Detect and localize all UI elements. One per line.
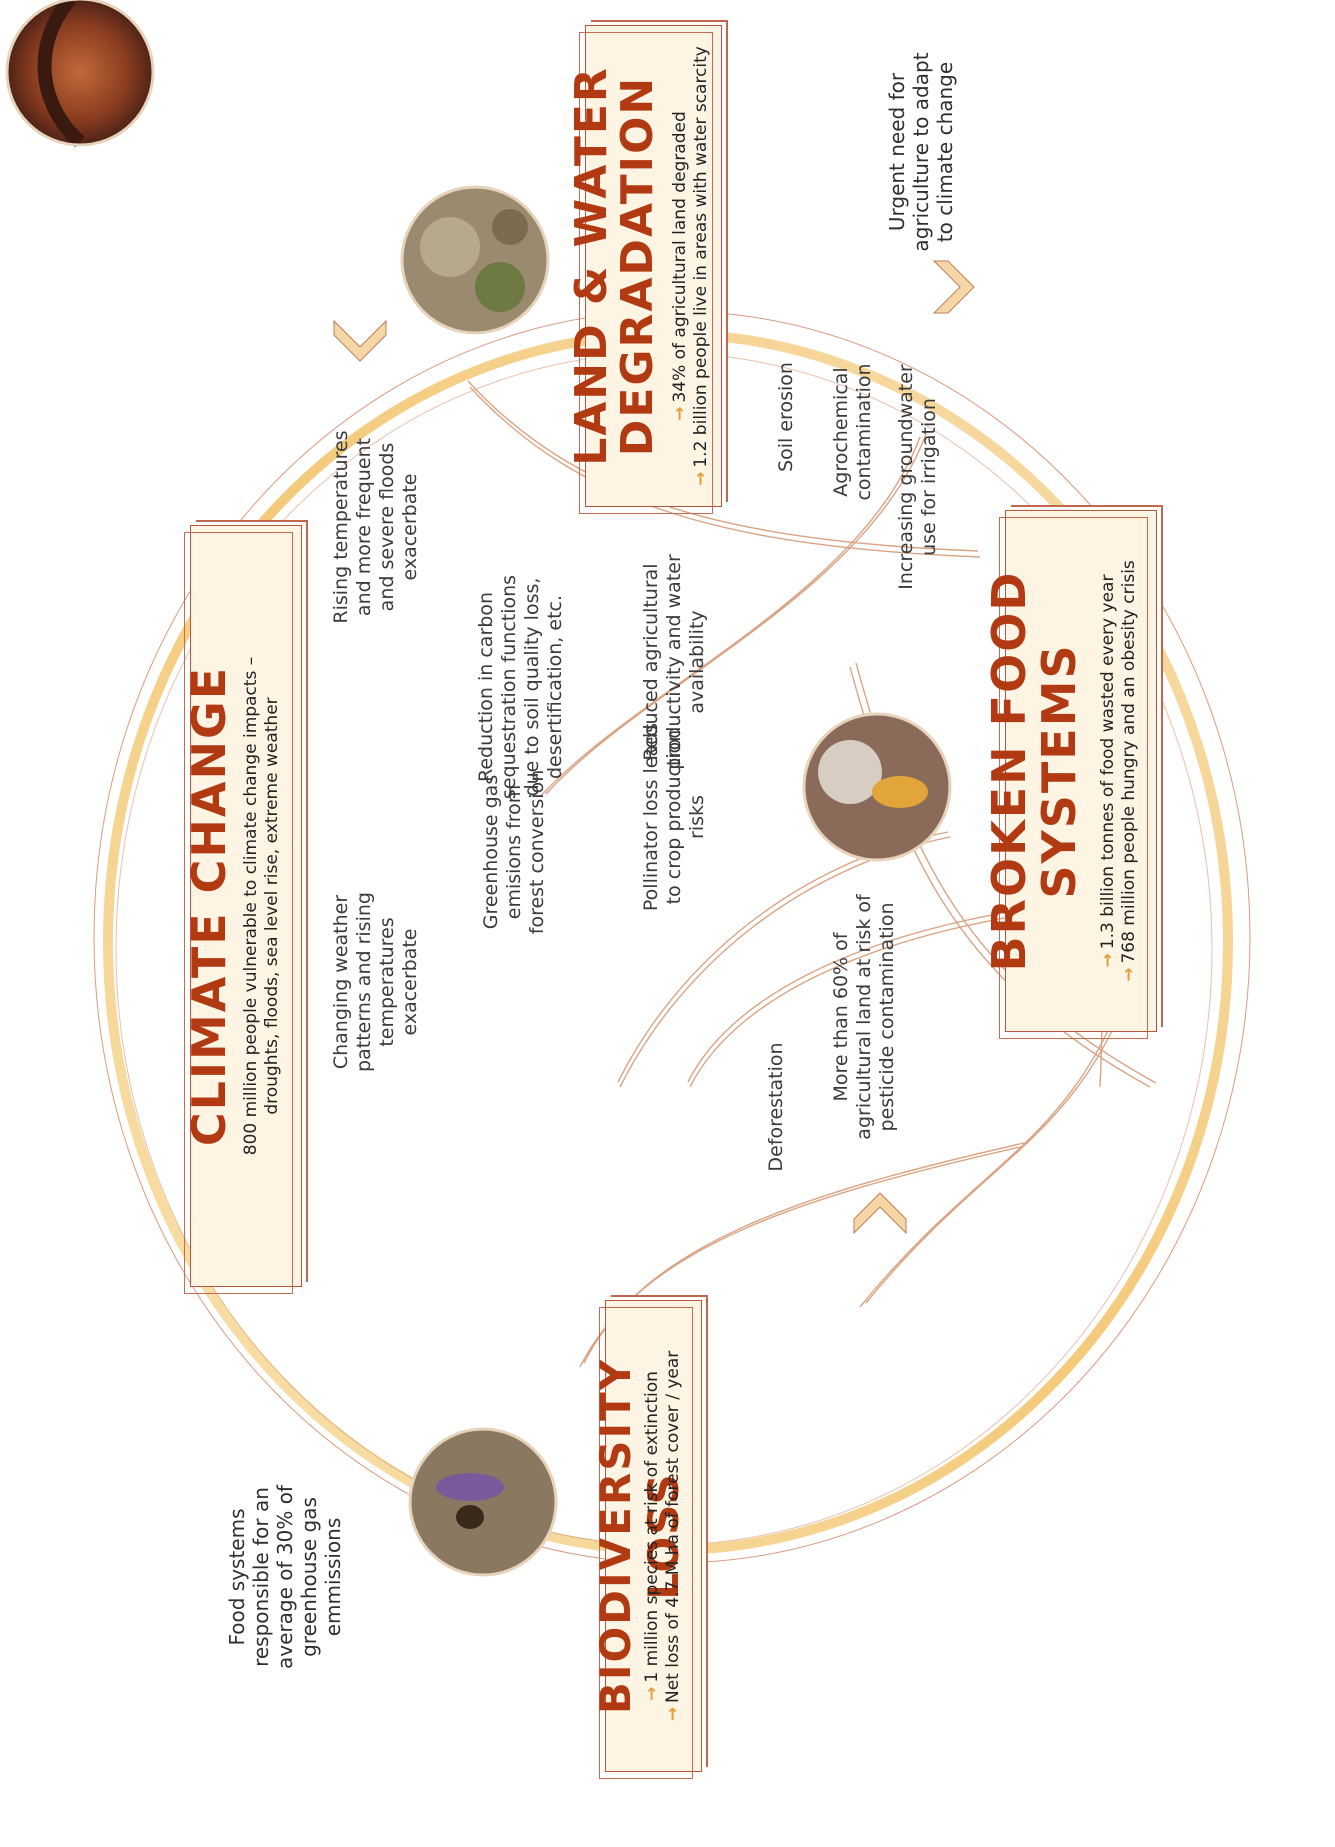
link-curve-climate-land-2	[545, 433, 927, 795]
broken-food-title-1: BROKEN FOOD	[982, 570, 1036, 972]
broken-food-title-2: SYSTEMS	[1032, 643, 1086, 899]
bio-fact-line: →Net loss of 4.7 M ha of forest cover / …	[663, 1350, 683, 1722]
link-curve-land-climate	[469, 386, 981, 558]
link-curve-land-climate-2	[467, 380, 979, 552]
food-fact-line: →768 million people hungry and an obesit…	[1119, 560, 1139, 982]
wildfire-smoke-photo	[5, 0, 155, 148]
climate-fact-line: droughts, floods, sea level rise, extrem…	[262, 697, 282, 1115]
link-curve-climate-land	[539, 436, 921, 798]
link-label-changing-weather: Changing weather patterns and rising tem…	[330, 892, 421, 1072]
link-label-pollinator: Pollinator loss leads to crop production…	[640, 722, 708, 912]
food-fact-1: 1.3 billion tonnes of food wasted every …	[1098, 574, 1118, 950]
link-label-soil-erosion: Soil erosion	[775, 362, 797, 472]
bio-fact-2: Net loss of 4.7 M ha of forest cover / y…	[663, 1350, 683, 1704]
biodiversity-box: BIODIVERSITY LOSS →1 million species at …	[591, 1300, 702, 1779]
link-label-agrochemical: Agrochemical contamination	[830, 363, 875, 501]
photo-group	[5, 0, 952, 1577]
climate-change-title: CLIMATE CHANGE	[182, 665, 236, 1147]
land-fact-2: 1.2 billion people live in areas with wa…	[691, 46, 711, 468]
bio-fact-1: 1 million species at risk of extinction	[642, 1371, 662, 1683]
bee-on-lavender-photo	[408, 1427, 558, 1577]
land-fact-1: 34% of agricultural land degraded	[670, 111, 690, 403]
land-fact-line: →34% of agricultural land degraded	[670, 111, 690, 421]
climate-fact-line: 800 million people vulnerable to climate…	[241, 656, 261, 1156]
food-fact-2: 768 million people hungry and an obesity…	[1119, 560, 1139, 964]
climate-change-box: CLIMATE CHANGE 800 million people vulner…	[182, 525, 302, 1294]
link-label-deforestation: Deforestation	[765, 1042, 787, 1172]
land-water-title-2: DEGRADATION	[612, 75, 663, 457]
chevron-arrow-icon	[333, 319, 387, 362]
broken-food-facts: →1.3 billion tonnes of food wasted every…	[1098, 511, 1140, 1031]
biodiversity-facts: →1 million species at risk of extinction…	[642, 1301, 684, 1771]
climate-change-facts: 800 million people vulnerable to climate…	[241, 526, 283, 1286]
side-note-food-ghg: Food systems responsible for an average …	[225, 1485, 345, 1669]
link-label-ghg-forest: Greenhouse gas emisions from forest conv…	[480, 769, 548, 935]
side-note-adapt: Urgent need for agriculture to adapt to …	[885, 52, 957, 252]
food-fact-line: →1.3 billion tonnes of food wasted every…	[1098, 574, 1118, 968]
corn-crop-photo	[802, 712, 952, 862]
degraded-land-photo	[400, 185, 550, 335]
bio-fact-line: →1 million species at risk of extinction	[642, 1371, 662, 1701]
land-water-facts: →34% of agricultural land degraded →1.2 …	[670, 26, 712, 506]
link-label-pesticide: More than 60% of agricultural land at ri…	[830, 894, 898, 1140]
land-water-box: LAND & WATER DEGRADATION →34% of agricul…	[566, 25, 722, 514]
chevron-arrow-icon	[853, 1192, 907, 1235]
chevron-arrow-icon	[932, 260, 975, 314]
link-label-groundwater: Increasing groundwater use for irrigatio…	[895, 364, 940, 590]
link-label-rising-temps: Rising temperatures and more frequent an…	[330, 430, 421, 624]
land-water-title-1: LAND & WATER	[566, 66, 617, 466]
land-fact-line: →1.2 billion people live in areas with w…	[691, 46, 711, 486]
broken-food-box: BROKEN FOOD SYSTEMS →1.3 billion tonnes …	[982, 510, 1157, 1039]
